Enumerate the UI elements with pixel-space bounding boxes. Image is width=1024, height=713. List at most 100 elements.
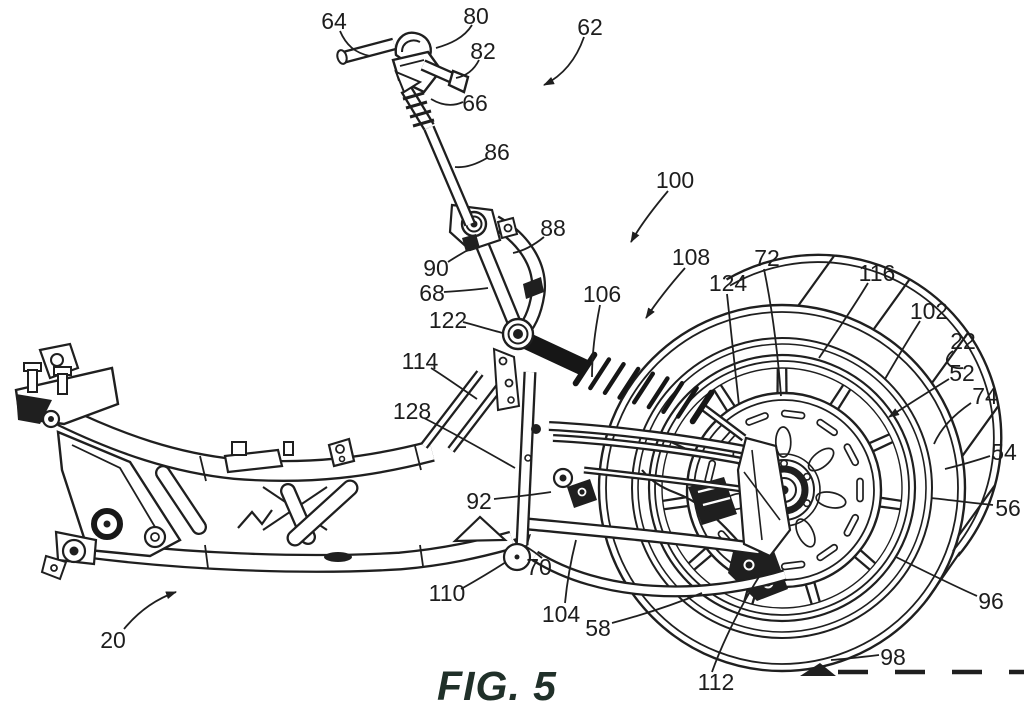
ground-contact-wedge	[800, 663, 836, 676]
tire-tread-ticks	[797, 255, 1000, 602]
leader-112	[711, 571, 763, 673]
ref-numeral-100: 100	[656, 167, 694, 193]
ref-numeral-52: 52	[949, 360, 975, 386]
leader-116	[818, 282, 869, 359]
bolt-2	[57, 373, 68, 395]
ref-numeral-106: 106	[583, 281, 621, 307]
post-foot-gusset	[452, 515, 508, 543]
leader-72	[763, 268, 782, 397]
wheel-knuckle	[736, 436, 792, 558]
leader-arrow-62	[543, 36, 585, 86]
ref-numeral-56: 56	[995, 495, 1021, 521]
under-tube-fitting	[324, 552, 352, 562]
ground-line	[800, 663, 1024, 676]
figure-caption: FIG. 5	[437, 663, 557, 709]
frame-eyelet	[143, 525, 167, 549]
stem-clamp-stripes	[402, 91, 435, 128]
ref-numeral-114: 114	[402, 348, 439, 374]
leader-90	[447, 245, 476, 263]
leader-102	[884, 320, 921, 380]
leader-22	[946, 350, 964, 370]
leader-arrow-20	[123, 591, 177, 630]
leader-124	[726, 293, 740, 406]
clamp-brace	[394, 70, 423, 94]
roller-pin	[69, 546, 79, 556]
shock-absorber	[523, 333, 747, 442]
tire-sidewall	[631, 337, 933, 639]
ref-numeral-74: 74	[972, 383, 998, 409]
leader-110	[460, 561, 507, 590]
shock-coil-spring	[572, 351, 715, 425]
tab-hole-2	[338, 455, 346, 463]
seat-tab-1	[231, 441, 247, 456]
ref-numeral-58: 58	[585, 615, 611, 641]
bolt-1	[27, 369, 38, 393]
vehicle-frame	[14, 342, 515, 581]
seat-mount	[223, 437, 356, 474]
bellcrank	[552, 467, 597, 508]
tire-outer	[597, 303, 967, 673]
suspension-assembly	[513, 333, 792, 598]
ref-numeral-72: 72	[754, 245, 780, 271]
arm-pivot-bolt	[531, 424, 541, 434]
ref-numeral-96: 96	[978, 588, 1004, 614]
bracket-foot	[40, 554, 68, 581]
head-hatch-block	[462, 234, 480, 252]
head-ear-hole	[503, 223, 513, 233]
wheel-rim-outer	[647, 353, 917, 623]
head-ear-tab	[496, 216, 519, 240]
ref-numeral-110: 110	[429, 580, 466, 606]
leader-70	[524, 545, 543, 559]
leader-66	[430, 98, 464, 106]
leader-80	[435, 24, 473, 49]
riser-dome-inner	[401, 39, 421, 53]
front-joint-pin	[48, 416, 54, 422]
ref-numeral-104: 104	[542, 601, 581, 627]
frame-eyelet-hole	[150, 532, 160, 542]
ref-numeral-20: 20	[100, 627, 126, 653]
leader-106	[591, 304, 601, 378]
frame-grommet-pin	[103, 520, 111, 528]
front-lower-bracket	[40, 530, 98, 581]
leader-122	[462, 321, 504, 334]
leader-arrow-100	[630, 190, 669, 243]
tube-seams	[199, 445, 424, 569]
ref-numeral-22: 22	[950, 328, 976, 354]
ref-numeral-108: 108	[672, 244, 710, 270]
leader-104	[564, 539, 577, 604]
leader-54	[944, 455, 991, 470]
ref-numeral-82: 82	[470, 38, 496, 64]
post-hole	[524, 454, 532, 462]
mount-ear-hole	[50, 353, 64, 367]
leader-64	[339, 30, 371, 57]
leader-56	[930, 497, 994, 506]
leader-82	[455, 59, 480, 79]
ref-numeral-86: 86	[484, 139, 510, 165]
ref-numeral-70: 70	[526, 554, 552, 580]
leader-88	[512, 236, 545, 254]
ref-numeral-54: 54	[991, 439, 1017, 465]
front-mount-bracket	[14, 342, 120, 429]
c-bracket-slot	[523, 277, 544, 299]
ref-numeral-92: 92	[466, 488, 492, 514]
leader-92	[493, 491, 552, 500]
ref-numeral-88: 88	[540, 215, 566, 241]
leader-96	[895, 556, 978, 597]
steering-assembly	[336, 31, 597, 572]
ref-numeral-66: 66	[462, 90, 488, 116]
ref-numeral-98: 98	[880, 644, 906, 670]
link-plate	[492, 347, 521, 412]
leader-58	[611, 592, 703, 624]
wheel-rim-inner	[654, 360, 910, 616]
tab-hole-1	[335, 444, 345, 454]
reference-numerals: 64 80 62 82 66 86 88 100 90 68 108 106 1…	[100, 3, 1021, 695]
ref-numeral-90: 90	[423, 255, 449, 281]
foot-bolt	[50, 564, 58, 572]
ref-numeral-62: 62	[577, 14, 603, 40]
leader-lines	[123, 24, 994, 673]
ref-numeral-128: 128	[393, 398, 431, 424]
ref-numeral-122: 122	[429, 307, 467, 333]
lean-pivot-122	[501, 317, 535, 351]
